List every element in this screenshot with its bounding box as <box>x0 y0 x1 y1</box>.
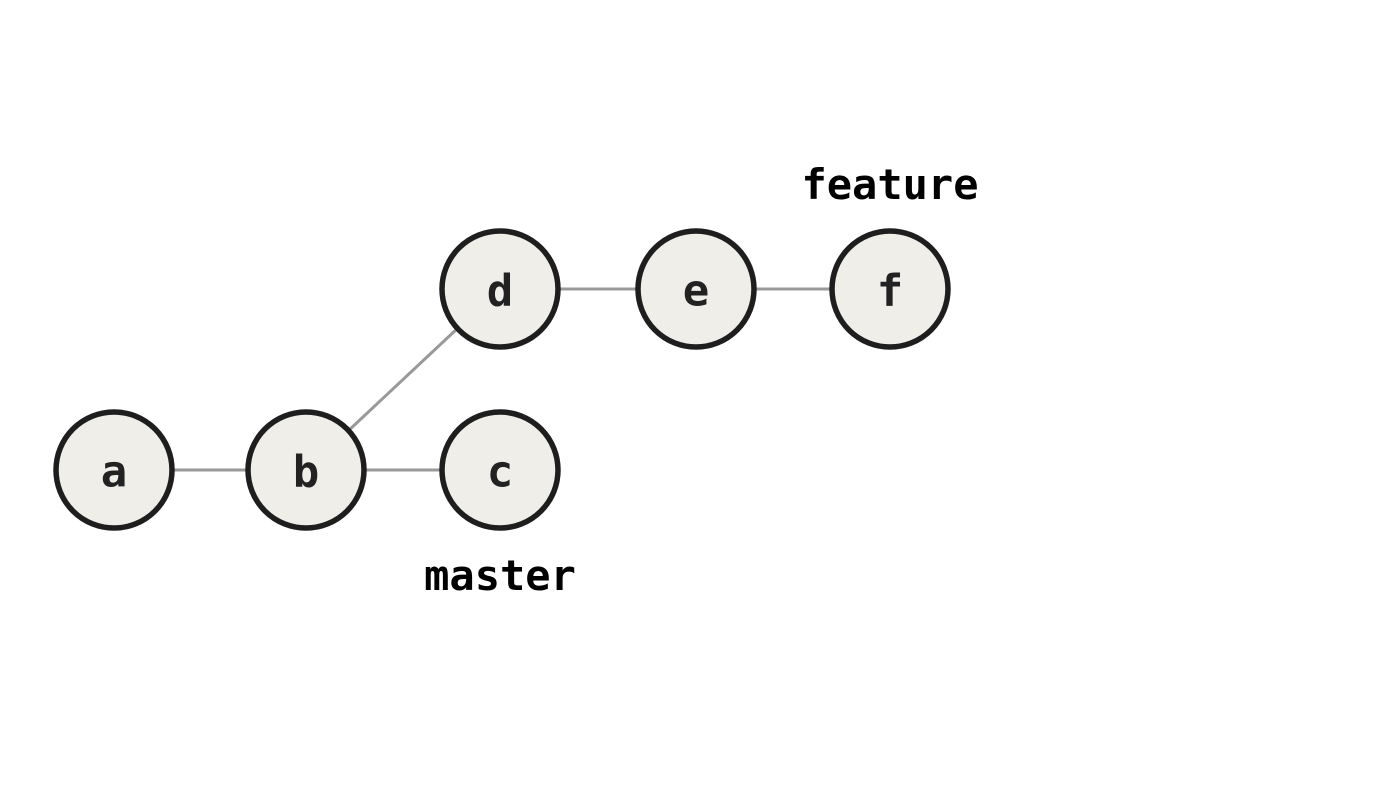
commit-circle-a[interactable] <box>53 409 175 531</box>
commit-label-d: d <box>487 266 514 317</box>
commit-circle-f[interactable] <box>829 228 951 350</box>
commit-label-a: a <box>101 447 128 498</box>
commit-node-d[interactable]: d <box>439 228 561 350</box>
commit-circle-c[interactable] <box>439 409 561 531</box>
edges-group <box>172 287 832 472</box>
commit-node-e[interactable]: e <box>635 228 757 350</box>
commit-label-f: f <box>877 266 904 317</box>
commit-label-c: c <box>487 447 514 498</box>
branch-label-feature: feature <box>801 160 978 209</box>
commit-circle-d[interactable] <box>439 228 561 350</box>
edge-b-d <box>345 325 461 434</box>
commit-label-e: e <box>683 266 710 317</box>
commit-node-a[interactable]: a <box>53 409 175 531</box>
commit-node-b[interactable]: b <box>245 409 367 531</box>
commit-label-b: b <box>293 447 320 498</box>
commit-circle-b[interactable] <box>245 409 367 531</box>
branch-labels-group: master feature <box>424 160 978 600</box>
commit-node-f[interactable]: f <box>829 228 951 350</box>
commit-node-c[interactable]: c <box>439 409 561 531</box>
nodes-group: a b c d e f <box>53 228 951 531</box>
commit-circle-e[interactable] <box>635 228 757 350</box>
branch-label-master: master <box>424 551 576 600</box>
